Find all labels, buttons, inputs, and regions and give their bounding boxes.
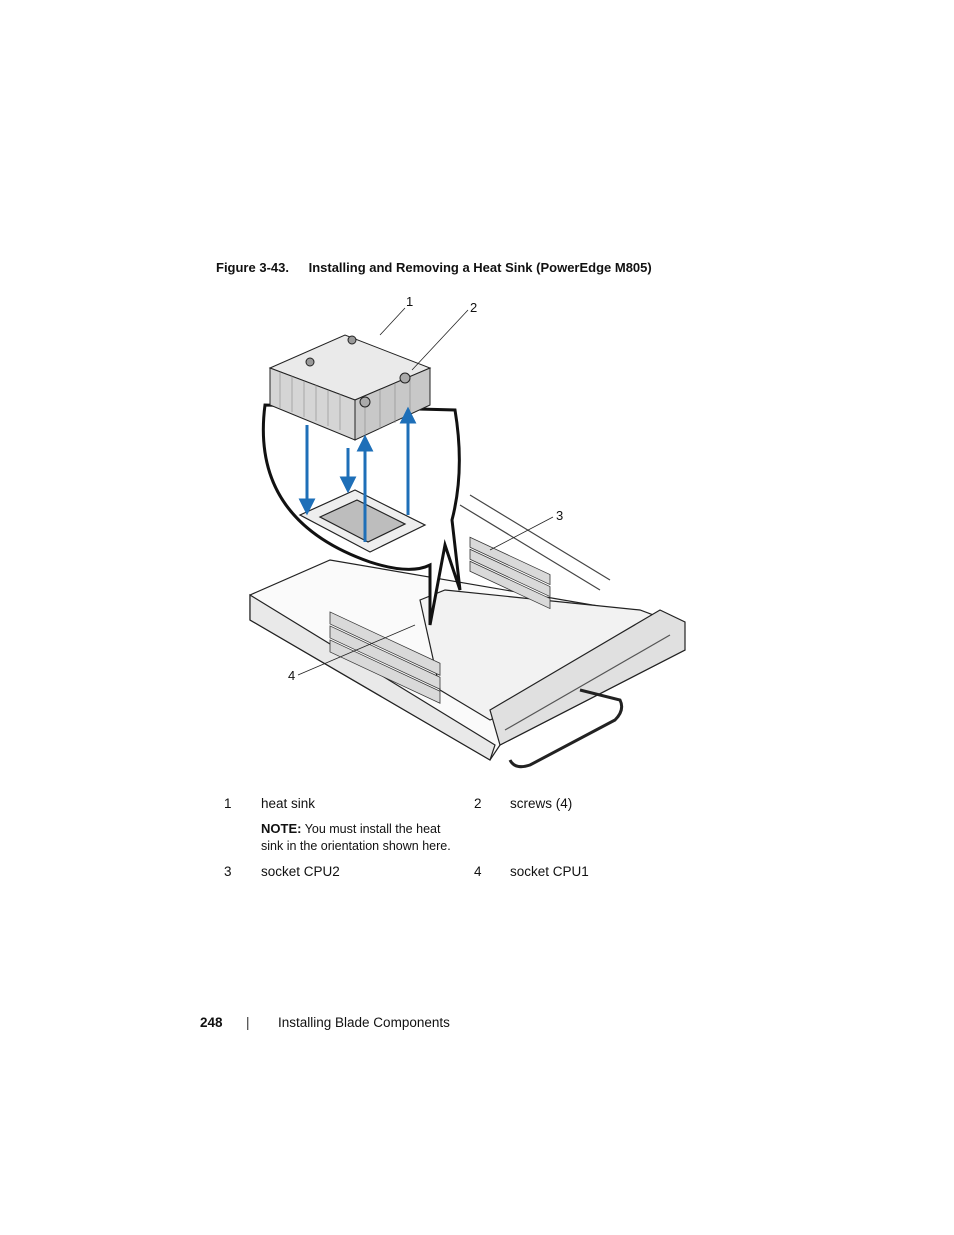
figure-caption: Figure 3-43. Installing and Removing a H… xyxy=(216,260,652,275)
legend-label: heat sink xyxy=(261,796,316,811)
legend-number: 3 xyxy=(224,864,232,879)
callout-4: 4 xyxy=(288,668,296,683)
legend-number: 2 xyxy=(474,796,482,811)
legend-label: socket CPU1 xyxy=(510,864,589,879)
callout-2: 2 xyxy=(470,300,478,315)
callout-1: 1 xyxy=(406,294,414,309)
legend-number: 4 xyxy=(474,864,482,879)
callout-3: 3 xyxy=(556,508,564,523)
legend-note: NOTE: You must install the heat sink in … xyxy=(261,820,461,855)
section-title: Installing Blade Components xyxy=(278,1015,450,1030)
callout-leaders xyxy=(297,307,554,676)
note-text: You must install the heat sink in the or… xyxy=(261,822,451,853)
legend-label: socket CPU2 xyxy=(261,864,340,879)
legend-row: 1 heat sink 2 screws (4) xyxy=(224,796,644,820)
legend-row: 3 socket CPU2 4 socket CPU1 xyxy=(224,864,644,888)
figure-number: Figure 3-43. xyxy=(216,260,289,275)
figure-legend: 1 heat sink 2 screws (4) NOTE: You must … xyxy=(224,796,644,888)
memory-modules xyxy=(329,536,551,704)
cpu-socket xyxy=(298,489,427,553)
heat-sink xyxy=(268,334,432,441)
footer-separator: | xyxy=(246,1015,250,1030)
heat-sink-illustration: 1 2 3 4 xyxy=(240,290,700,780)
page-number: 248 xyxy=(200,1015,223,1030)
legend-label: screws (4) xyxy=(510,796,573,811)
note-label: NOTE: xyxy=(261,821,302,836)
blade-diagram xyxy=(249,307,686,769)
install-arrows xyxy=(298,406,417,542)
legend-note-row: NOTE: You must install the heat sink in … xyxy=(224,820,644,864)
figure-title: Installing and Removing a Heat Sink (Pow… xyxy=(308,260,652,275)
blade-chassis xyxy=(249,494,686,769)
legend-number: 1 xyxy=(224,796,232,811)
